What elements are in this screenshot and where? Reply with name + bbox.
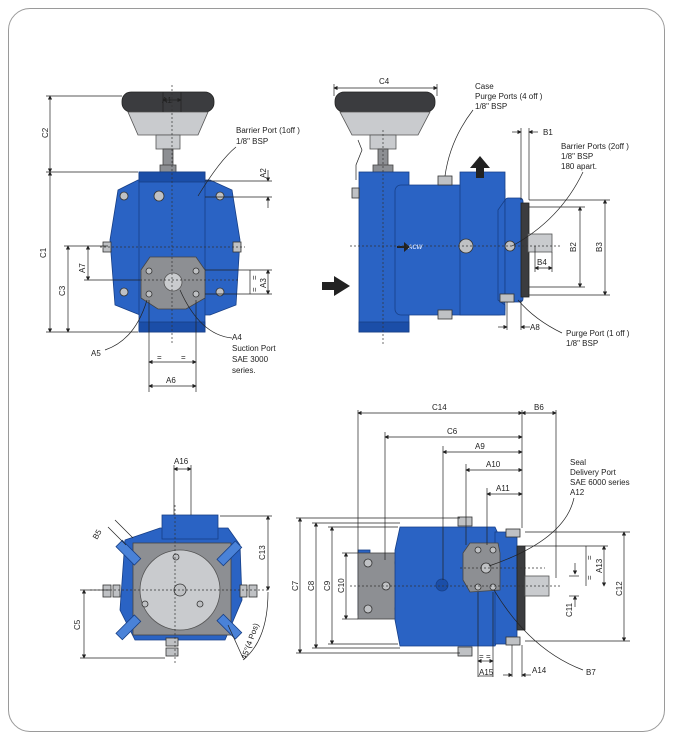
dim-c1: C1 xyxy=(39,247,48,258)
dim-c13: C13 xyxy=(258,545,267,560)
seal-label: Seal xyxy=(570,458,586,467)
dim-c5: C5 xyxy=(73,619,82,630)
brand-mark: ACW xyxy=(407,245,424,251)
dim-b2: B2 xyxy=(569,242,578,252)
drawing-frame xyxy=(8,8,665,732)
dim-a2: A2 xyxy=(259,168,268,178)
barrier-ports-spec: 1/8" BSP xyxy=(561,152,593,161)
dim-c9: C9 xyxy=(323,580,332,591)
end-view xyxy=(80,465,272,665)
dim-a14: A14 xyxy=(532,666,547,675)
dim-c7: C7 xyxy=(291,580,300,591)
dim-c10: C10 xyxy=(337,578,346,593)
suction-port-spec: SAE 3000 xyxy=(232,355,269,364)
dim-a13: A13 xyxy=(595,558,604,573)
side-view: ACW xyxy=(322,84,610,345)
eq-mark: = xyxy=(486,652,491,661)
angle-label: 45°(4 Pos) xyxy=(239,622,261,661)
dim-a10: A10 xyxy=(486,460,501,469)
eq-mark: = xyxy=(157,353,162,362)
suction-port-spec2: series. xyxy=(232,366,256,375)
dim-a7: A7 xyxy=(78,263,87,273)
dim-c6: C6 xyxy=(447,427,458,436)
dim-b6: B6 xyxy=(534,403,544,412)
front-view xyxy=(46,85,272,392)
dim-b1: B1 xyxy=(543,128,553,137)
dim-c8: C8 xyxy=(307,580,316,591)
dim-c2: C2 xyxy=(41,127,50,138)
barrier-ports-angle: 180 apart. xyxy=(561,162,597,171)
dim-b5: B5 xyxy=(91,528,104,541)
dim-c11: C11 xyxy=(565,602,574,617)
case-label: Case xyxy=(475,82,494,91)
purge-port-spec: 1/8" BSP xyxy=(566,339,598,348)
dim-a3: A3 xyxy=(259,278,268,288)
shaft xyxy=(524,575,550,597)
delivery-port-spec: SAE 6000 series xyxy=(570,478,630,487)
eq-mark: = xyxy=(250,275,259,280)
suction-port-label: Suction Port xyxy=(232,344,276,353)
delivery-port-ref: A12 xyxy=(570,488,585,497)
shaft xyxy=(527,233,553,253)
dim-a15: A15 xyxy=(479,668,494,677)
dim-c14: C14 xyxy=(432,403,447,412)
dim-a16: A16 xyxy=(174,457,189,466)
dim-a9: A9 xyxy=(475,442,485,451)
dim-c3: C3 xyxy=(58,285,67,296)
delivery-port-label: Delivery Port xyxy=(570,468,617,477)
dim-a5: A5 xyxy=(91,349,101,358)
suction-arrow-icon xyxy=(322,276,350,296)
barrier-ports-label: Barrier Ports (2off ) xyxy=(561,142,629,151)
dim-c4: C4 xyxy=(379,77,390,86)
suction-port-ref: A4 xyxy=(232,333,242,342)
barrier-port-label: Barrier Port (1off ) xyxy=(236,126,300,135)
mounting-flange xyxy=(516,545,526,631)
eq-mark: = xyxy=(479,652,484,661)
dim-b4: B4 xyxy=(537,258,547,267)
eq-mark: = xyxy=(585,555,594,560)
dim-c12: C12 xyxy=(615,581,624,596)
dim-a6: A6 xyxy=(166,376,176,385)
case-purge-spec: 1/8" BSP xyxy=(475,102,507,111)
case-purge-label: Purge Ports (4 off ) xyxy=(475,92,543,101)
delivery-arrow-icon xyxy=(470,156,490,178)
dim-a8: A8 xyxy=(530,323,540,332)
eq-mark: = xyxy=(181,353,186,362)
eq-mark: = xyxy=(250,287,259,292)
barrier-port xyxy=(153,190,165,202)
barrier-port-spec: 1/8" BSP xyxy=(236,137,268,146)
eq-mark: = xyxy=(585,575,594,580)
dim-b3: B3 xyxy=(595,242,604,252)
dim-a11: A11 xyxy=(496,484,510,493)
purge-port-label: Purge Port (1 off ) xyxy=(566,329,630,338)
labels: A1 C2 A2 C1 A7 C3 A3 = = = = A5 A6 Barri… xyxy=(39,77,630,677)
dim-a1: A1 xyxy=(162,96,172,105)
plan-view xyxy=(296,410,630,678)
dim-b7: B7 xyxy=(586,668,596,677)
handwheel-knob xyxy=(121,91,215,173)
